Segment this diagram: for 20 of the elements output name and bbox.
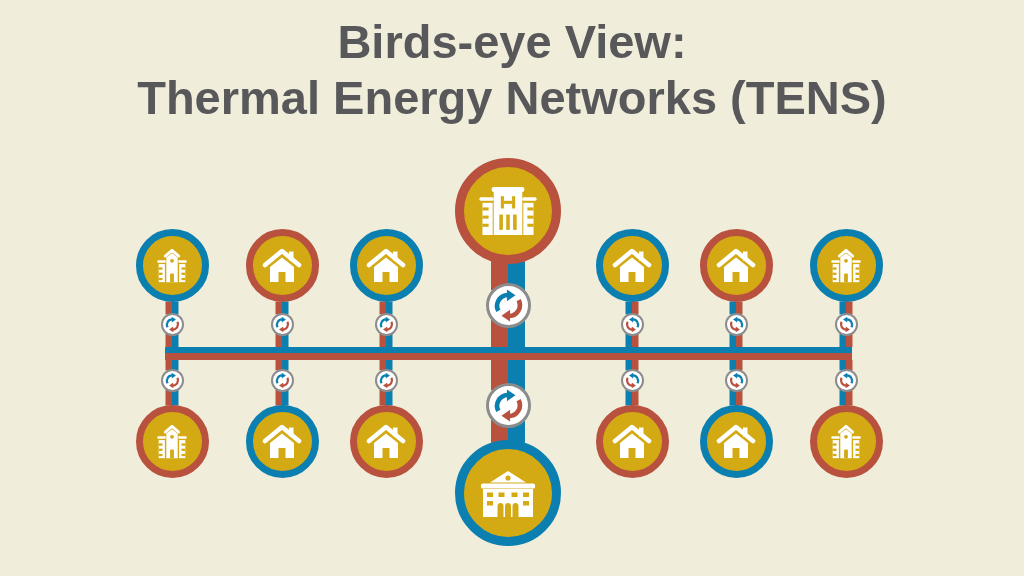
pipe: [491, 419, 525, 443]
exchange-arrows-icon: [160, 312, 184, 336]
exchange-arrows-icon: [724, 368, 748, 392]
exchange-arrows-icon: [485, 382, 531, 428]
exchange-arrows-icon: [270, 312, 294, 336]
exchange-arrows-icon: [724, 312, 748, 336]
exchange-arrows-icon: [374, 368, 398, 392]
exchange-arrows-icon: [834, 368, 858, 392]
pipe: [491, 261, 525, 291]
pipe: [491, 319, 525, 347]
title: Birds-eye View: Thermal Energy Networks (TENS): [136, 14, 888, 126]
pipe: [491, 360, 525, 391]
exchange-arrows-icon: [485, 282, 531, 328]
exchange-arrows-icon: [834, 312, 858, 336]
exchange-arrows-icon: [270, 368, 294, 392]
exchange-arrows-icon: [160, 368, 184, 392]
main-pipe: [165, 347, 852, 360]
exchange-arrows-icon: [620, 312, 644, 336]
exchange-arrows-icon: [374, 312, 398, 336]
exchange-arrows-icon: [620, 368, 644, 392]
